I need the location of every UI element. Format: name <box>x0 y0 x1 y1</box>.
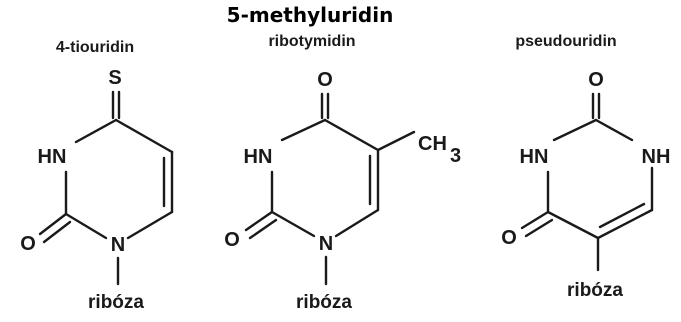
atom-O-top: O <box>588 69 604 91</box>
bond-N1-C2 <box>270 210 316 238</box>
atom-HN: HN <box>38 146 67 168</box>
bond-C2-O-double <box>42 220 72 244</box>
bond-C2-N1 <box>594 118 634 142</box>
bond-N1-C2 <box>64 212 108 240</box>
atom-N: N <box>319 233 333 255</box>
bond-C2-O <box>244 210 274 232</box>
bond-C4-O-double <box>524 218 554 238</box>
bond-N3-C4 <box>74 118 118 144</box>
atom-CH3-subscript: 3 <box>450 145 461 167</box>
atom-CH: CH <box>418 133 447 155</box>
atom-HN: HN <box>520 146 549 168</box>
ribose-label: ribóza <box>296 292 352 313</box>
bond-C4-C5 <box>323 118 380 152</box>
molecule-name: pseudouridin <box>515 33 616 50</box>
atom-S: S <box>108 67 121 89</box>
bond-C6-N1 <box>126 210 174 240</box>
bond-C6-C5-double <box>598 202 646 229</box>
molecule-4-tiouridin: 4-tiouridin S HN O N ribóza <box>20 39 174 313</box>
bond-C6-C5 <box>596 208 654 240</box>
bond-C6-N1 <box>334 208 380 238</box>
molecule-ribotymidin: ribotymidin O CH 3 HN O N ribóza <box>224 33 461 313</box>
ribose-label: ribóza <box>88 292 144 313</box>
atom-O: O <box>501 227 517 249</box>
bond-C4-C5 <box>114 118 174 154</box>
bond-N3-C2 <box>552 118 598 142</box>
atom-O: O <box>20 233 36 255</box>
bond-C2-O-double <box>248 218 278 240</box>
atom-N: N <box>111 234 125 256</box>
bond-C2-O <box>38 212 68 236</box>
figure-header: 5-methyluridin <box>227 3 394 27</box>
molecule-name: 4-tiouridin <box>56 39 134 56</box>
bond-C5-C4 <box>546 210 600 240</box>
bond-C5-CH3 <box>376 130 416 152</box>
atom-HN: HN <box>244 146 273 168</box>
atom-O: O <box>224 229 240 251</box>
molecule-pseudouridin: pseudouridin O HN NH O ribóza <box>501 33 670 301</box>
atom-O-top: O <box>317 69 333 91</box>
bond-C4-O <box>520 210 550 230</box>
bond-N3-C4 <box>280 118 327 142</box>
atom-NH: NH <box>642 146 671 168</box>
molecule-name: ribotymidin <box>268 33 355 50</box>
ribose-label: ribóza <box>567 280 623 301</box>
